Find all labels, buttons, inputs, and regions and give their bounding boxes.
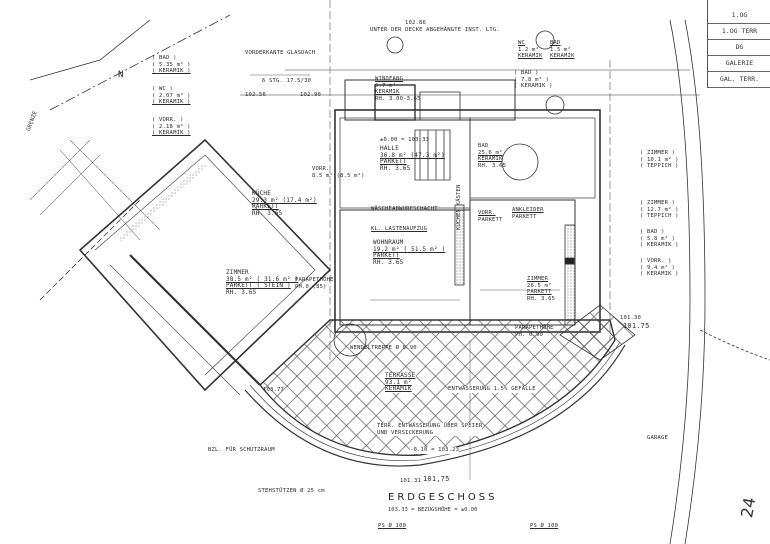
shelter-label: BZL. FÜR SCHUTZRAUM (208, 447, 275, 453)
drawing-subtitle: 103.33 = BEZUGSHÖHE = ±0.00 (388, 507, 478, 513)
north-arrow-label: N (118, 70, 124, 80)
drawing-title: ERDGESCHOSS (388, 492, 498, 503)
level-label: ±0.00 = 103.33 (380, 137, 430, 143)
wardrobe-label: KÜCHEN KÄSTEN (456, 184, 462, 230)
level-label: -0.10 = 103.23 (410, 447, 460, 454)
level-label: 102.90 (300, 92, 322, 98)
room-label: ( VORR. )( 2.18 m² )( KERAMIK ) (152, 117, 191, 136)
room-label: VORR.8.5 m² (8.5 m²) (312, 166, 365, 179)
room-label: ( BAD )( 5.35 m² )( KERAMIK ) (152, 55, 191, 74)
room-label: ( VORR. )( 9.4 m² )( KERAMIK ) (640, 258, 679, 277)
note-glasdach: VORDERKANTE GLASDACH (245, 50, 316, 56)
left-wing-walls (78, 138, 332, 392)
legend-row: 1.OG (708, 8, 770, 24)
level-label: 103.77 (263, 387, 285, 393)
garage-label: GARAGE (647, 435, 669, 441)
room-label: ( WC )( 2.07 m² )( KERAMIK ) (152, 86, 191, 105)
level-label: 102.56 (245, 92, 267, 98)
property-border-line (49, 14, 231, 111)
lift-label: KL. LASTENAUFZUG (371, 226, 428, 232)
room-label: ( BAD )( 5.8 m² )( KERAMIK ) (640, 229, 679, 248)
legend-row: 1.OG TERR (708, 24, 770, 40)
stairs-label: 6 STG. 17.5/30 (262, 78, 312, 84)
floor-legend-table: 1.OG 1.OG TERR DG GALERIE GAL. TERR. (707, 0, 770, 88)
drainage-label: ENTWÄSSERUNG 1.5% GEFÄLLE (448, 386, 536, 393)
level-label: 102.86 (405, 20, 427, 26)
legend-row: GAL. TERR. (708, 72, 770, 88)
room-label: ( ZIMMER )( 12.7 m² )( TEPPICH ) (640, 200, 679, 219)
level-label: 101.30 (620, 315, 642, 321)
level-label: 101.31 (400, 478, 422, 484)
ps-label: PS Ø 100 (378, 523, 407, 529)
legend-row: GALERIE (708, 56, 770, 72)
columns-label: STEHSTÜTZEN Ø 25 cm (258, 488, 325, 494)
legend-row: DG (708, 40, 770, 56)
room-label: ( BAD )( 7.8 m² )( KERAMIK ) (514, 70, 553, 89)
level-label: 101.75 (623, 322, 650, 330)
ps-label: PS Ø 100 (530, 523, 559, 529)
spiral-stair-label: WENDELTREPPE Ø 0.90 (350, 345, 417, 351)
note-installation: UNTER DER DECKE ABGEHÄNGTE INST. LTG. (370, 27, 500, 33)
room-label: VORR.PARKETT (478, 210, 503, 223)
shaft-label: WÄSCHEABWURFSCHACHT (371, 206, 438, 212)
main-block-walls (334, 109, 601, 333)
handwritten-level: 101,75 (423, 475, 450, 483)
room-label: ( ZIMMER )( 10.1 m² )( TEPPICH ) (640, 150, 679, 169)
road-edge (669, 19, 691, 544)
page-number: 24 (737, 495, 760, 520)
